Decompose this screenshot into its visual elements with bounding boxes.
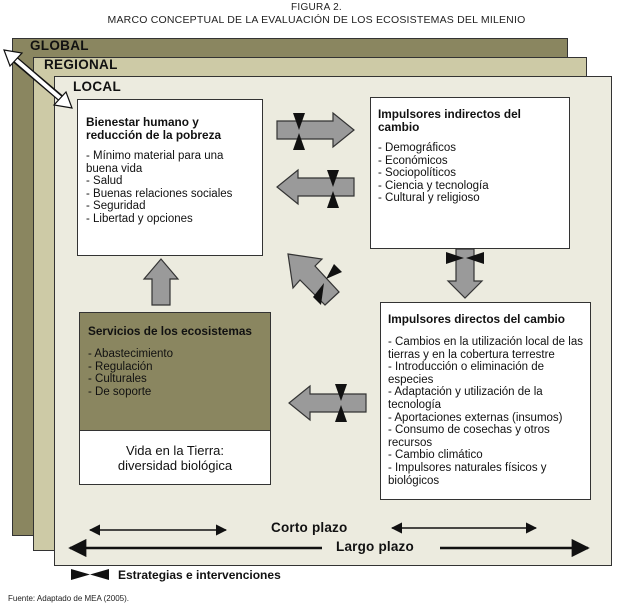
list-item: Culturales: [88, 373, 262, 386]
source-note: Fuente: Adaptado de MEA (2005).: [8, 594, 129, 603]
intervention-marker: [466, 252, 484, 264]
intervention-marker: [293, 113, 305, 130]
vida-box: Vida en la Tierra: diversidad biológica: [79, 430, 271, 485]
list-item: Demográficos: [378, 142, 562, 155]
bienestar-to-indirectos-arrow: [276, 111, 355, 149]
intervention-marker: [313, 283, 324, 305]
list-item: Consumo de cosechas y otros recursos: [388, 424, 583, 449]
list-item: Mínimo material para una buena vida: [86, 150, 255, 175]
servicios-box: Servicios de los ecosistemas Abastecimie…: [79, 312, 271, 430]
intervention-marker: [335, 405, 347, 422]
list-item: Cultural y religioso: [378, 192, 562, 205]
directos-list: Cambios en la utilización local de las t…: [388, 336, 583, 487]
list-item: Económicos: [378, 155, 562, 168]
figure-title: MARCO CONCEPTUAL DE LA EVALUACIÓN DE LOS…: [107, 14, 526, 26]
list-item: Libertad y opciones: [86, 213, 255, 226]
directos-box: Impulsores directos del cambio Cambios e…: [380, 302, 591, 500]
servicios-title: Servicios de los ecosistemas: [88, 324, 252, 338]
regional-label: REGIONAL: [44, 57, 118, 72]
short-term-label: Corto plazo: [271, 520, 348, 535]
list-item: Impulsores naturales físicos y biológico…: [388, 462, 583, 487]
list-item: Cambio climático: [388, 449, 583, 462]
list-item: Regulación: [88, 361, 262, 374]
global-label: GLOBAL: [30, 38, 89, 53]
bienestar-list: Mínimo material para una buena vida Salu…: [86, 150, 255, 226]
intervention-marker: [326, 264, 342, 279]
bienestar-title: Bienestar humano y reducción de la pobre…: [86, 115, 222, 142]
directos-to-servicios-arrow: [288, 384, 367, 422]
list-item: Sociopolíticos: [378, 167, 562, 180]
indirectos-box: Impulsores indirectos del cambio Demográ…: [370, 97, 570, 249]
intervention-marker: [335, 384, 347, 401]
indirectos-to-directos-arrow: [446, 248, 484, 299]
intervention-marker: [293, 133, 305, 150]
intervention-marker: [327, 170, 339, 187]
directos-title: Impulsores directos del cambio: [388, 312, 566, 326]
legend-intervention-icon: [71, 569, 109, 580]
list-item: De soporte: [88, 386, 262, 399]
local-label: LOCAL: [73, 79, 121, 94]
list-item: Buenas relaciones sociales: [86, 188, 255, 201]
indirectos-title: Impulsores indirectos del cambio: [378, 107, 521, 134]
list-item: Aportaciones externas (insumos): [388, 412, 583, 425]
indirectos-list: Demográficos Económicos Sociopolíticos C…: [378, 142, 562, 205]
list-item: Salud: [86, 175, 255, 188]
list-item: Adaptación y utilización de la tecnologí…: [388, 386, 583, 411]
vida-line-2: diversidad biológica: [117, 457, 233, 473]
intervention-marker: [327, 191, 339, 208]
servicios-list: Abastecimiento Regulación Culturales De …: [88, 348, 262, 398]
list-item: Seguridad: [86, 200, 255, 213]
indirectos-to-bienestar-arrow: [276, 168, 355, 206]
bienestar-box: Bienestar humano y reducción de la pobre…: [77, 99, 263, 256]
servicios-to-bienestar-arrow: [142, 258, 180, 306]
list-item: Abastecimiento: [88, 348, 262, 361]
figure-number: FIGURA 2.: [290, 2, 343, 13]
long-term-label: Largo plazo: [336, 539, 414, 554]
vida-line-1: Vida en la Tierra:: [125, 443, 225, 458]
list-item: Ciencia y tecnología: [378, 180, 562, 193]
list-item: Cambios en la utilización local de las t…: [388, 336, 583, 361]
list-item: Introducción o eliminación de especies: [388, 361, 583, 386]
legend-label: Estrategias e intervenciones: [118, 568, 281, 582]
scale-link-arrow: [3, 49, 73, 109]
intervention-marker: [446, 252, 464, 264]
